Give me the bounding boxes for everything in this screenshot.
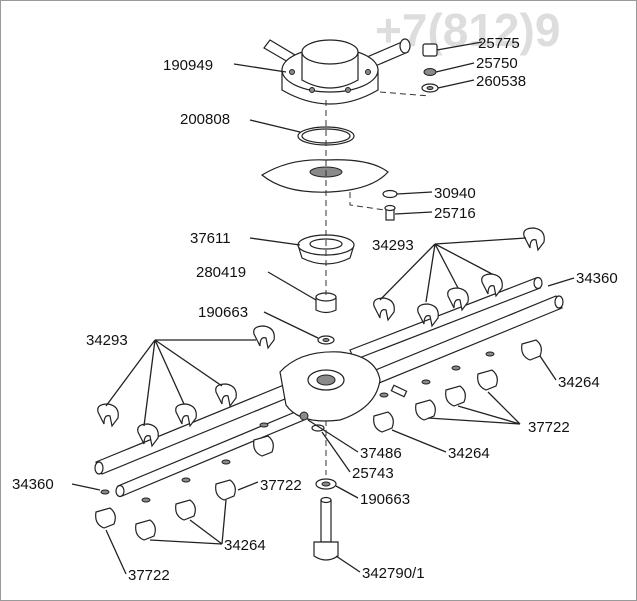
hub-bolt-right	[390, 384, 408, 398]
label-34264-right: 34264	[558, 374, 600, 391]
washer-190663-bottom	[315, 478, 337, 490]
label-37722-mid: 37722	[260, 477, 302, 494]
clip-34293-right-row	[373, 227, 545, 328]
label-260538: 260538	[476, 73, 526, 90]
clip-34293-left-row	[97, 325, 275, 448]
washer-25743	[311, 424, 325, 432]
small-washers	[100, 351, 495, 503]
bolt-25716	[384, 204, 396, 221]
seal-37611	[297, 234, 355, 265]
label-34264-mid: 34264	[448, 445, 490, 462]
clip-37722-lower-left	[95, 435, 274, 541]
label-190663-top: 190663	[198, 304, 248, 321]
washer-260538	[421, 83, 439, 93]
label-190949: 190949	[163, 57, 213, 74]
label-34360-left: 34360	[12, 476, 54, 493]
label-342790-1: 342790/1	[362, 565, 425, 582]
label-200808: 200808	[180, 111, 230, 128]
washer-190663-top	[317, 335, 335, 345]
screw-37486	[299, 411, 309, 421]
label-280419: 280419	[196, 264, 246, 281]
nut-25775	[422, 43, 438, 57]
label-25716: 25716	[434, 205, 476, 222]
clip-37722-lower-right	[373, 339, 542, 433]
washer-25750	[423, 68, 437, 76]
leader-lines	[71, 41, 575, 575]
label-37611: 37611	[190, 230, 231, 247]
label-25750: 25750	[476, 55, 518, 72]
label-25743: 25743	[352, 465, 394, 482]
gearbox-housing-190949	[263, 38, 411, 105]
label-37722-bottom: 37722	[128, 567, 170, 584]
label-34293-left: 34293	[86, 332, 128, 349]
label-34264-bottom: 34264	[224, 537, 266, 554]
label-37722-right: 37722	[528, 419, 570, 436]
label-34293-top: 34293	[372, 237, 414, 254]
bushing-280419	[315, 292, 337, 314]
label-30940: 30940	[434, 185, 476, 202]
label-34360-right: 34360	[576, 270, 618, 287]
gasket-plate	[260, 159, 389, 193]
label-37486: 37486	[360, 445, 402, 462]
label-190663-bottom: 190663	[360, 491, 410, 508]
label-25775: 25775	[478, 35, 520, 52]
shaft-342790-1	[313, 496, 339, 561]
central-hub-arm	[279, 351, 381, 422]
washer-30940	[382, 189, 398, 199]
